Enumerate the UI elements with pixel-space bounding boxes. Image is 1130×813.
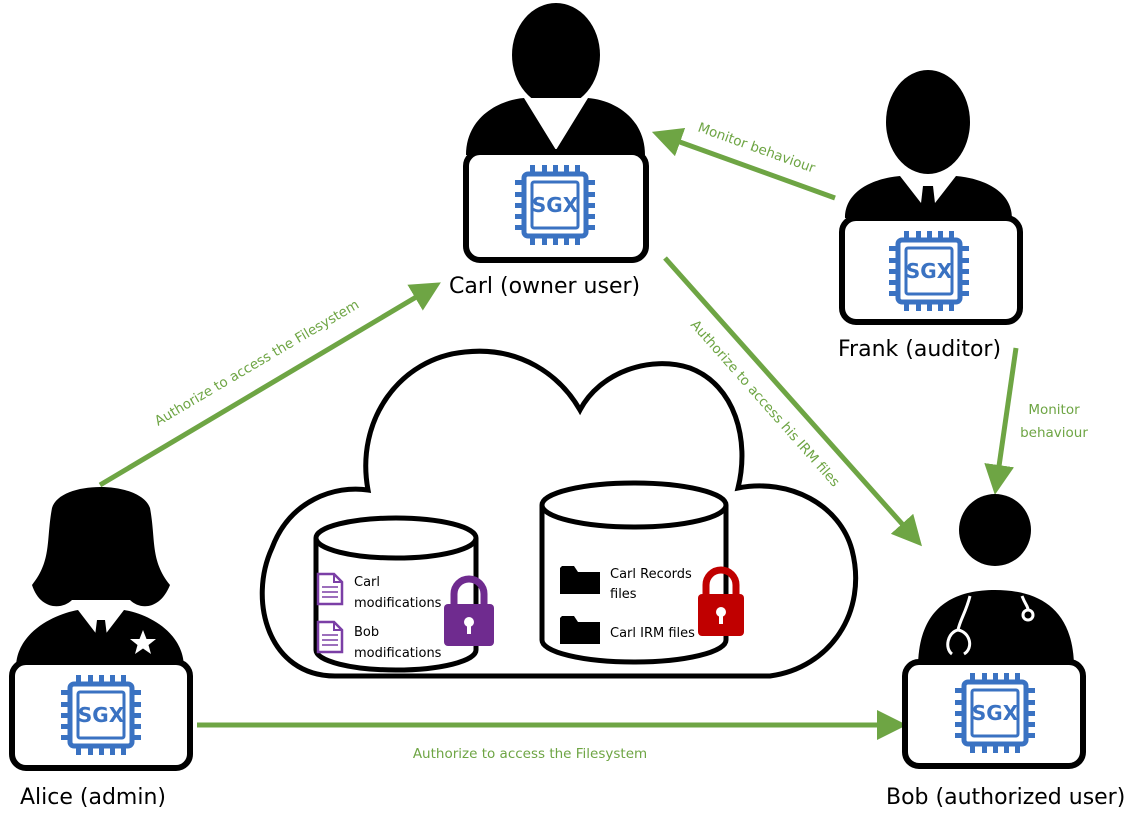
stethoscope-icon [946, 595, 1035, 656]
sgx-chip-icon: SGX [889, 231, 969, 311]
person-icon [845, 70, 1012, 220]
actor-label-bob: Bob (authorized user) [886, 785, 1125, 810]
svg-text:SGX: SGX [532, 193, 579, 217]
file-label-carl-line2: modifications [354, 596, 442, 611]
svg-text:SGX: SGX [906, 259, 953, 283]
person-icon [918, 494, 1074, 668]
arrow-frank-to-bob [984, 347, 1019, 495]
folder-label-records-line2: files [610, 587, 637, 602]
arrow-label-alice-to-bob: Authorize to access the Filesystem [413, 746, 647, 762]
svg-text:SGX: SGX [972, 701, 1019, 725]
actor-label-frank: Frank (auditor) [838, 337, 1001, 362]
arrow-alice-to-carl [98, 282, 441, 488]
arrow-label-alice-to-carl: Authorize to access the Filesystem [152, 297, 362, 430]
file-icon [316, 620, 344, 654]
folder-label-records-line1: Carl Records [610, 567, 692, 582]
lock-icon [444, 575, 494, 646]
person-icon [466, 3, 645, 155]
actor-frank: SGX Frank (auditor) [838, 70, 1023, 362]
database-left: Carl modifications Bob modifications [313, 515, 494, 673]
folder-icon [560, 566, 600, 594]
arrow-label-frank-to-bob-line1: Monitor [1028, 402, 1080, 418]
actor-label-alice: Alice (admin) [20, 785, 166, 810]
arrow-carl-to-bob [663, 256, 922, 547]
file-label-bob-line2: modifications [354, 646, 442, 661]
database-right: Carl Records files Carl IRM files [539, 480, 744, 665]
star-icon [130, 630, 156, 654]
sgx-chip-icon: SGX [955, 673, 1035, 753]
folder-label-irm: Carl IRM files [610, 626, 695, 641]
file-icon [316, 572, 344, 606]
arrow-label-frank-to-bob-line2: behaviour [1020, 425, 1088, 441]
sgx-chip-icon: SGX [61, 675, 141, 755]
lock-icon [698, 566, 744, 636]
arrow-frank-to-carl [651, 127, 836, 201]
actor-label-carl: Carl (owner user) [449, 274, 640, 299]
actor-carl: SGX Carl (owner user) [449, 3, 649, 299]
folder-icon [560, 616, 600, 644]
sgx-chip-icon: SGX [515, 165, 595, 245]
actor-bob: SGX Bob (authorized user) [886, 494, 1125, 810]
person-icon [16, 487, 184, 668]
actor-alice: SGX Alice (admin) [9, 487, 193, 810]
file-label-carl-line1: Carl [354, 575, 380, 590]
file-label-bob-line1: Bob [354, 625, 379, 640]
svg-text:SGX: SGX [78, 703, 125, 727]
arrows [98, 127, 1019, 740]
